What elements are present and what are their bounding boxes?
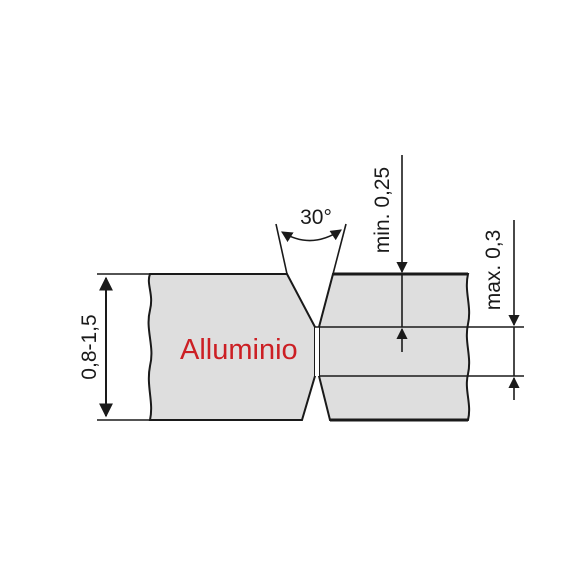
- v-groove-left-extension: [275, 223, 288, 275]
- thickness-label: 0,8-1,5: [78, 314, 101, 379]
- v-groove-right-extension: [332, 223, 347, 275]
- material-right-block: [318, 273, 471, 421]
- groove-channel: [315, 327, 319, 376]
- min-label: min. 0,25: [371, 167, 394, 253]
- material-left-block: [147, 273, 316, 421]
- material-label: Alluminio: [180, 334, 298, 366]
- angle-arc: [281, 229, 342, 243]
- angle-label: 30°: [300, 206, 332, 229]
- max-label: max. 0,3: [482, 230, 505, 311]
